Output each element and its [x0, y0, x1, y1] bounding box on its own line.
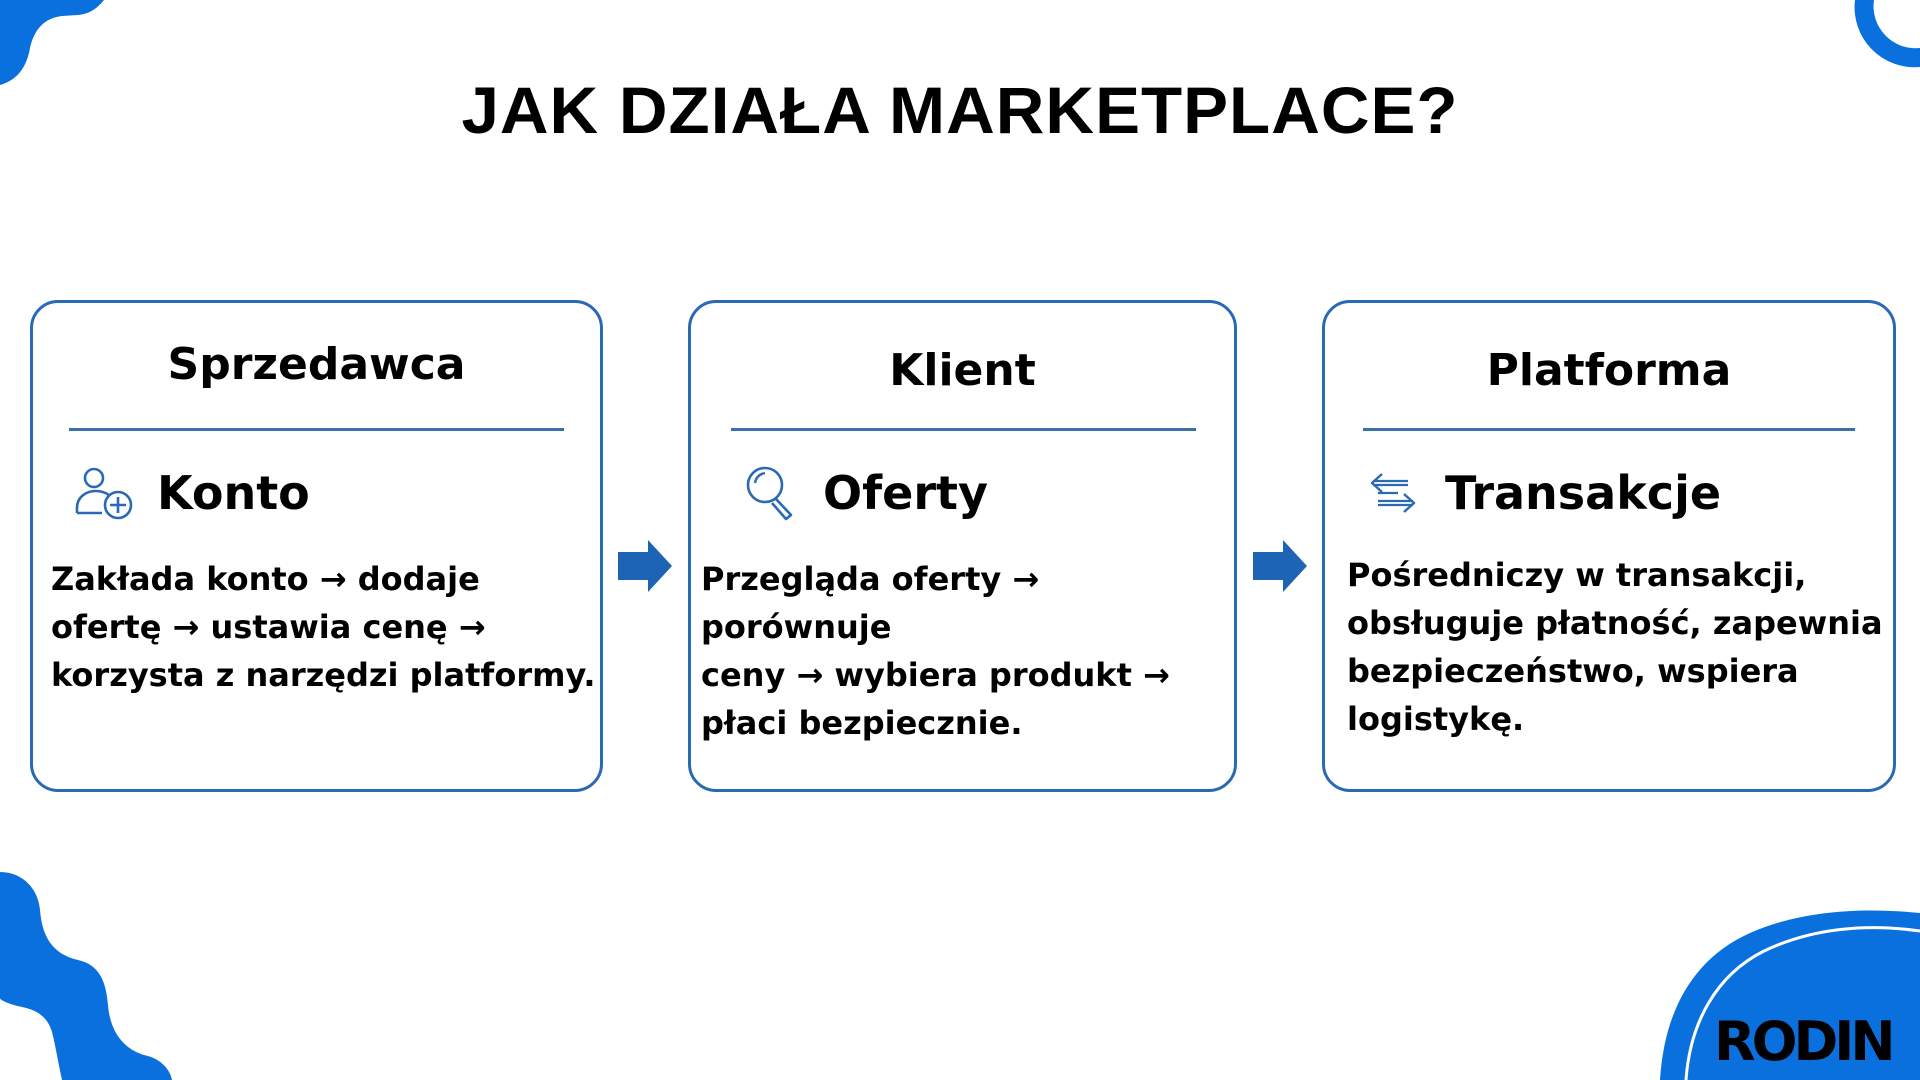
- page-title: JAK DZIAŁA MARKETPLACE?: [461, 73, 1459, 147]
- card-platform: Platforma Transakcje Pośredniczy w trans…: [1322, 300, 1896, 792]
- exchange-arrows-icon: [1361, 461, 1425, 525]
- card-divider: [731, 428, 1196, 431]
- description-line: Zakłada konto → dodaje: [51, 560, 480, 598]
- card-description: Zakłada konto → dodaje ofertę → ustawia …: [51, 555, 596, 699]
- card-subtitle: Oferty: [823, 466, 988, 520]
- card-divider: [1363, 428, 1855, 431]
- card-header: Klient: [889, 345, 1036, 396]
- description-line: obsługuje płatność, zapewnia: [1347, 604, 1883, 642]
- brand-logo: RODIN: [1714, 1010, 1896, 1073]
- description-line: korzysta z narzędzi platformy.: [51, 656, 596, 694]
- card-header: Platforma: [1486, 345, 1732, 396]
- card-subtitle-row: Transakcje: [1361, 461, 1721, 525]
- card-description: Przegląda oferty → porównuje ceny → wybi…: [701, 555, 1234, 747]
- right-arrow-icon: [1253, 540, 1307, 592]
- description-line: Przegląda oferty → porównuje: [701, 560, 1040, 646]
- card-subtitle-row: Konto: [73, 461, 310, 525]
- description-line: ceny → wybiera produkt →: [701, 656, 1170, 694]
- card-header: Sprzedawca: [167, 339, 466, 390]
- magnifier-icon: [739, 461, 803, 525]
- card-subtitle: Transakcje: [1445, 466, 1722, 520]
- top-left-wave-decoration: [0, 0, 104, 85]
- description-line: bezpieczeństwo, wspiera: [1347, 652, 1799, 690]
- right-arrow-icon: [618, 540, 672, 592]
- top-right-ring-decoration: [1854, 0, 1920, 68]
- card-subtitle: Konto: [157, 466, 310, 520]
- description-line: ofertę → ustawia cenę →: [51, 608, 486, 646]
- card-description: Pośredniczy w transakcji, obsługuje płat…: [1347, 551, 1883, 743]
- bottom-left-wave-decoration: [0, 872, 172, 1080]
- user-add-icon: [73, 461, 137, 525]
- bottom-right-blob-decoration: [1660, 910, 1920, 1080]
- description-line: płaci bezpiecznie.: [701, 704, 1023, 742]
- card-divider: [69, 428, 564, 431]
- card-subtitle-row: Oferty: [739, 461, 988, 525]
- card-seller: Sprzedawca Konto Zakłada konto → dodaje …: [30, 300, 603, 792]
- description-line: Pośredniczy w transakcji,: [1347, 556, 1807, 594]
- description-line: logistykę.: [1347, 700, 1525, 738]
- card-client: Klient Oferty Przegląda oferty → porównu…: [688, 300, 1237, 792]
